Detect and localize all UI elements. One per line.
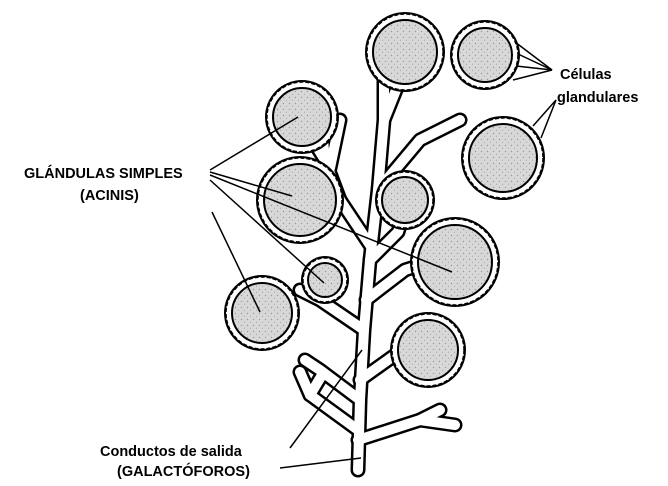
acinus — [365, 12, 445, 92]
label-acini-line2: (ACINIS) — [80, 188, 139, 204]
acinus — [224, 275, 300, 351]
label-cells-line2: glandulares — [557, 90, 638, 106]
acinus — [265, 80, 339, 154]
label-cells: Células glandulares — [557, 67, 638, 106]
leader-line — [513, 70, 552, 80]
acinus — [450, 20, 520, 90]
leader-line — [533, 100, 556, 126]
acinus — [256, 156, 344, 244]
label-acini: GLÁNDULAS SIMPLES (ACINIS) — [24, 165, 183, 204]
label-ducts-line2: (GALACTÓFOROS) — [117, 462, 250, 480]
acinus — [301, 256, 349, 304]
label-acini-line1: GLÁNDULAS SIMPLES — [24, 165, 183, 182]
leader-line — [541, 100, 556, 138]
acinus — [461, 116, 545, 200]
acinus — [410, 217, 500, 307]
label-ducts: Conductos de salida (GALACTÓFOROS) — [100, 444, 250, 480]
acinus — [375, 170, 435, 230]
acinus — [390, 312, 466, 388]
label-cells-line1: Células — [560, 67, 612, 83]
leader-line — [280, 458, 361, 468]
label-ducts-line1: Conductos de salida — [100, 444, 243, 460]
